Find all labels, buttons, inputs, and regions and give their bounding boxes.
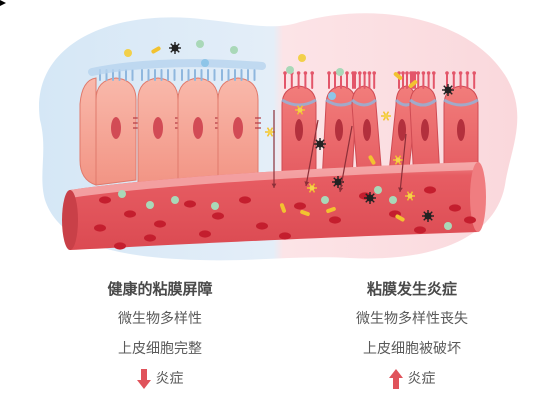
healthy-line-inflammation: 炎症 — [40, 368, 280, 390]
inflamed-cell — [443, 71, 479, 183]
healthy-inflammation-label: 炎症 — [155, 371, 184, 387]
rod-bacteria-icon — [326, 206, 336, 214]
healthy-cell — [217, 69, 261, 186]
healthy-line-epithelium: 上皮细胞完整 — [118, 341, 202, 357]
red-blood-cell-icon — [124, 210, 136, 218]
red-blood-cell-icon — [424, 186, 436, 194]
rod-bacteria-icon — [300, 209, 310, 217]
microbes — [118, 40, 454, 230]
inflamed-cell — [321, 71, 357, 183]
bacteria-icon — [124, 49, 132, 57]
bacteria-icon — [307, 183, 317, 193]
inflamed-cell — [281, 71, 317, 183]
inflamed-epithelium — [281, 71, 479, 183]
bacteria-icon — [265, 127, 275, 137]
bacteria-icon — [381, 111, 391, 121]
rod-bacteria-icon — [368, 155, 376, 165]
bacteria-icon — [295, 105, 305, 115]
rod-bacteria-icon — [151, 46, 161, 54]
red-blood-cell-icon — [294, 202, 306, 210]
inflamed-cell — [351, 71, 383, 183]
rod-bacteria-icon — [279, 203, 287, 213]
bacteria-icon — [389, 196, 397, 204]
red-blood-cell-icon — [414, 226, 426, 234]
bacteria-icon — [405, 191, 415, 201]
red-blood-cell-icon — [144, 234, 156, 242]
red-blood-cell-icon — [199, 230, 211, 238]
blood-vessel — [62, 162, 486, 250]
bacteria-icon — [171, 196, 179, 204]
mucosa-diagram — [0, 0, 518, 261]
inflamed-caption: 粘膜发生炎症 微生物多样性丧失 上皮细胞被破坏 炎症 — [292, 278, 532, 390]
bacteria-icon — [336, 68, 344, 76]
virus-icon — [442, 84, 454, 96]
bacteria-icon — [444, 222, 452, 230]
bacteria-icon — [118, 190, 126, 198]
virus-icon — [364, 192, 376, 204]
inflamed-line-epithelium: 上皮细胞被破坏 — [363, 341, 461, 357]
virus-icon — [314, 138, 326, 150]
healthy-title: 健康的粘膜屏障 — [107, 280, 213, 298]
red-blood-cell-icon — [329, 216, 341, 224]
virus-icon — [422, 210, 434, 222]
red-blood-cell-icon — [279, 232, 291, 240]
bacteria-icon — [201, 59, 209, 67]
red-blood-cell-icon — [239, 196, 251, 204]
red-blood-cell-icon — [99, 196, 111, 204]
inflamed-inflammation-label: 炎症 — [407, 371, 436, 387]
healthy-cell — [95, 69, 139, 186]
bacteria-icon — [146, 201, 154, 209]
inflamed-cell — [409, 71, 441, 183]
red-blood-cell-icon — [94, 224, 106, 232]
bacteria-icon — [211, 202, 219, 210]
red-blood-cell-icon — [212, 212, 224, 220]
rod-bacteria-icon — [393, 72, 403, 80]
rod-bacteria-icon — [395, 214, 405, 222]
bacteria-icon — [393, 155, 403, 165]
red-blood-cells — [94, 186, 476, 250]
virus-icon — [332, 176, 344, 188]
red-blood-cell-icon — [184, 200, 196, 208]
healthy-cell — [137, 69, 181, 186]
red-blood-cell-icon — [114, 242, 126, 250]
healthy-line-diversity: 微生物多样性 — [118, 311, 202, 327]
arrow-down-icon — [136, 369, 151, 389]
bacteria-icon — [286, 66, 294, 74]
red-blood-cell-icon — [449, 204, 461, 212]
bacteria-icon — [298, 54, 306, 62]
red-blood-cell-icon — [154, 220, 166, 228]
healthy-cell — [177, 69, 221, 186]
red-blood-cell-icon — [464, 216, 476, 224]
arrow-up-icon — [388, 369, 403, 389]
bacteria-icon — [230, 46, 238, 54]
healthy-caption: 健康的粘膜屏障 微生物多样性 上皮细胞完整 炎症 — [40, 278, 280, 390]
virus-icon — [169, 42, 181, 54]
bacteria-icon — [374, 186, 382, 194]
bacteria-icon — [321, 196, 329, 204]
inflamed-line-diversity: 微生物多样性丧失 — [356, 311, 468, 327]
infiltration-arrows — [0, 0, 407, 193]
inflamed-line-inflammation: 炎症 — [292, 368, 532, 390]
bacteria-icon — [328, 92, 336, 100]
bacteria-icon — [196, 40, 204, 48]
inflamed-title: 粘膜发生炎症 — [366, 280, 457, 298]
rod-bacteria-icon — [408, 80, 418, 88]
healthy-epithelium — [79, 59, 266, 186]
red-blood-cell-icon — [256, 222, 268, 230]
